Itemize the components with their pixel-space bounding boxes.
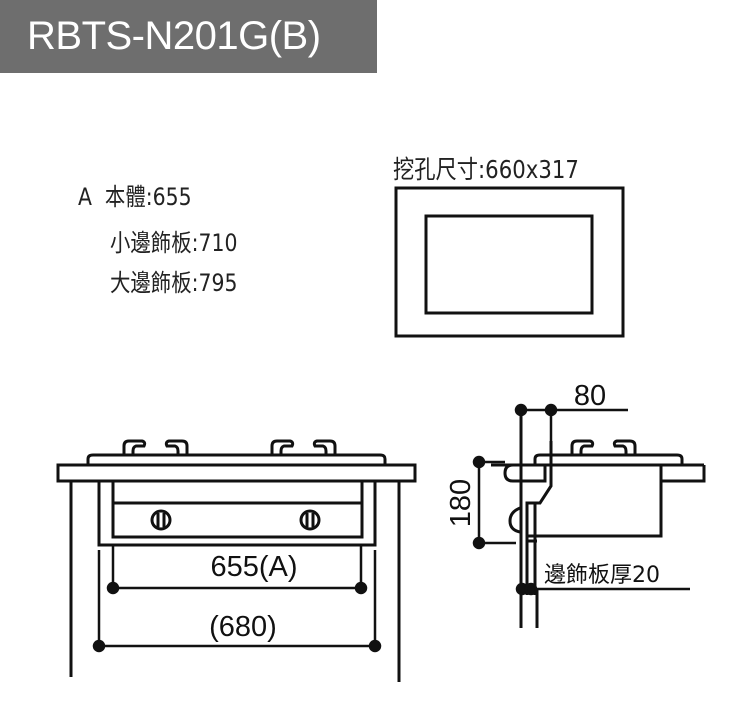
spec-separator: : [191, 269, 199, 297]
spec-separator: : [145, 183, 153, 211]
dim-label-body: 655(A) [210, 551, 297, 583]
spec-row-small-trim: 小邊飾板:710 [110, 228, 237, 258]
top-glass [86, 453, 387, 465]
side-view [491, 410, 706, 628]
knob-icon [299, 509, 321, 531]
dim-dot [514, 403, 528, 417]
spec-value: 655 [152, 183, 192, 211]
dim-dot [106, 581, 120, 595]
cutout-size-label: 挖孔尺寸:660x317 [393, 150, 579, 186]
dim-dot [92, 639, 106, 653]
dim-dot [472, 455, 486, 469]
grate-tab [570, 439, 595, 455]
body-box [535, 465, 663, 538]
body-outer [97, 481, 377, 547]
cutout-separator: : [478, 155, 486, 184]
grate-tab [312, 439, 337, 455]
spec-label: 大邊飾板 [110, 269, 192, 297]
cutout-value: 660x317 [485, 155, 579, 184]
model-title: RBTS-N201G(B) [27, 14, 321, 58]
spec-row-body: A 本體:655 [78, 182, 192, 212]
front-view [56, 439, 417, 682]
cutout-inner-rect [424, 214, 594, 315]
top-glass [533, 453, 684, 465]
spec-separator: : [191, 229, 199, 257]
grate-tab [270, 439, 295, 455]
grate-tab [612, 439, 637, 455]
spec-label: 小邊飾板 [110, 229, 192, 257]
spec-label: 本體 [104, 183, 146, 211]
knob-side [508, 506, 521, 534]
dim-dot [544, 403, 558, 417]
spec-prefix: A [78, 183, 92, 211]
grate-tab [164, 439, 189, 455]
dim-dot [524, 582, 538, 596]
trim-edge [503, 463, 547, 483]
spec-value: 710 [198, 229, 238, 257]
grate-tab [122, 439, 147, 455]
dim-label-overall: (680) [209, 611, 277, 643]
body-inner [111, 481, 364, 539]
dim-label-180: 180 [445, 479, 477, 527]
dim-dot [354, 581, 368, 595]
knob-icon [150, 509, 172, 531]
trim-plate [56, 463, 417, 483]
dim-dot [368, 639, 382, 653]
trim-thickness-label: 邊飾板厚20 [544, 563, 660, 588]
spec-row-large-trim: 大邊飾板:795 [110, 268, 237, 298]
dim-label-80: 80 [574, 380, 606, 412]
spec-value: 795 [198, 269, 238, 297]
cutout-label-text: 挖孔尺寸 [393, 155, 479, 184]
model-title-bar: RBTS-N201G(B) [0, 0, 377, 73]
dim-dot [472, 536, 486, 550]
cutout-outer-rect [394, 186, 625, 338]
